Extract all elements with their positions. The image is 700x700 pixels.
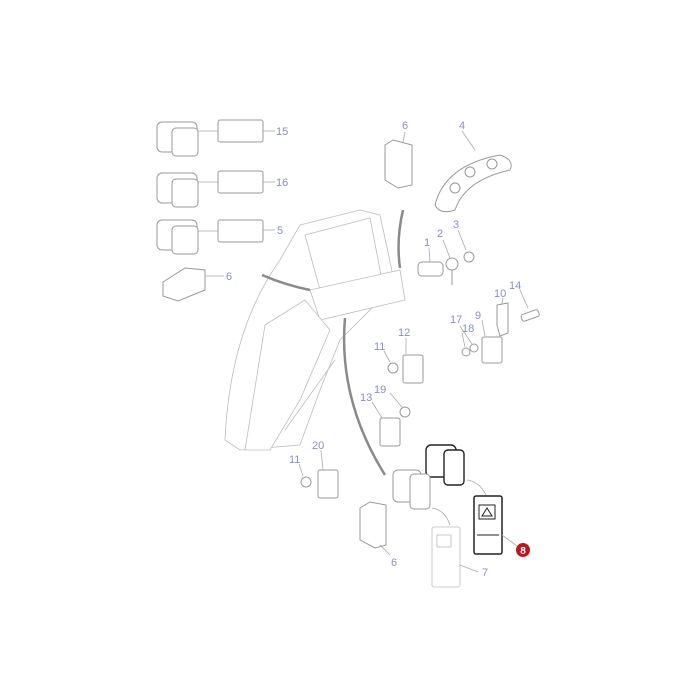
relay-13[interactable]	[371, 401, 401, 447]
screw-14[interactable]	[519, 289, 540, 322]
relay-20[interactable]	[317, 449, 339, 499]
switch-16-assembly[interactable]	[156, 170, 275, 208]
callout-16: 16	[276, 177, 288, 189]
callout-5: 5	[277, 225, 283, 237]
switch-15-assembly[interactable]	[156, 119, 275, 157]
washer-17[interactable]	[459, 325, 479, 353]
callout-2: 2	[437, 228, 443, 240]
dashboard-console	[224, 209, 406, 451]
relay-12[interactable]	[402, 338, 424, 384]
callout-15: 15	[276, 126, 288, 138]
lens-7[interactable]	[431, 526, 479, 588]
callout-3: 3	[453, 219, 459, 231]
cover-6-left[interactable]	[162, 267, 224, 302]
callout-11-upper: 11	[374, 341, 385, 353]
washer-18[interactable]	[461, 332, 471, 357]
callout-10: 10	[494, 288, 506, 300]
callout-13: 13	[360, 392, 372, 404]
panel-4[interactable]	[434, 130, 512, 213]
callout-14: 14	[509, 280, 521, 292]
key-2[interactable]	[442, 239, 459, 285]
callout-8-highlighted: 8	[516, 543, 530, 557]
callout-11-lower: 11	[289, 454, 300, 466]
arrow-to-lens-7	[431, 507, 451, 526]
callout-7: 7	[482, 567, 488, 579]
callout-6-top: 6	[402, 120, 408, 132]
callout-18: 18	[462, 323, 474, 335]
lens-8[interactable]	[473, 495, 518, 555]
callout-8: 8	[520, 546, 526, 557]
rocker-switch-dark[interactable]	[425, 444, 465, 486]
switch-5-assembly[interactable]	[156, 219, 275, 255]
nut-11-lower[interactable]	[298, 463, 312, 488]
arrow-to-console-left	[261, 273, 311, 292]
relay-9[interactable]	[481, 319, 503, 364]
callout-6-bottom: 6	[391, 557, 397, 569]
callout-9: 9	[475, 310, 481, 322]
callout-6-left: 6	[226, 271, 232, 283]
nut-3[interactable]	[457, 229, 475, 263]
callout-19: 19	[374, 384, 386, 396]
callout-17: 17	[450, 314, 462, 326]
arrow-to-console-top	[397, 209, 405, 269]
nut-19[interactable]	[389, 392, 411, 418]
arrow-from-console-down	[342, 317, 387, 476]
bracket-10[interactable]	[496, 297, 509, 337]
callout-1: 1	[424, 237, 430, 249]
rocker-switch-light[interactable]	[392, 469, 431, 510]
ignition-switch-1[interactable]	[417, 247, 444, 277]
arrow-to-lens-8	[466, 479, 487, 496]
nut-11-upper[interactable]	[383, 350, 399, 374]
callout-12: 12	[398, 327, 410, 339]
callout-20: 20	[312, 440, 324, 452]
cover-6-bottom[interactable]	[359, 501, 391, 556]
cover-6-top[interactable]	[384, 131, 413, 189]
callout-4: 4	[459, 120, 465, 132]
